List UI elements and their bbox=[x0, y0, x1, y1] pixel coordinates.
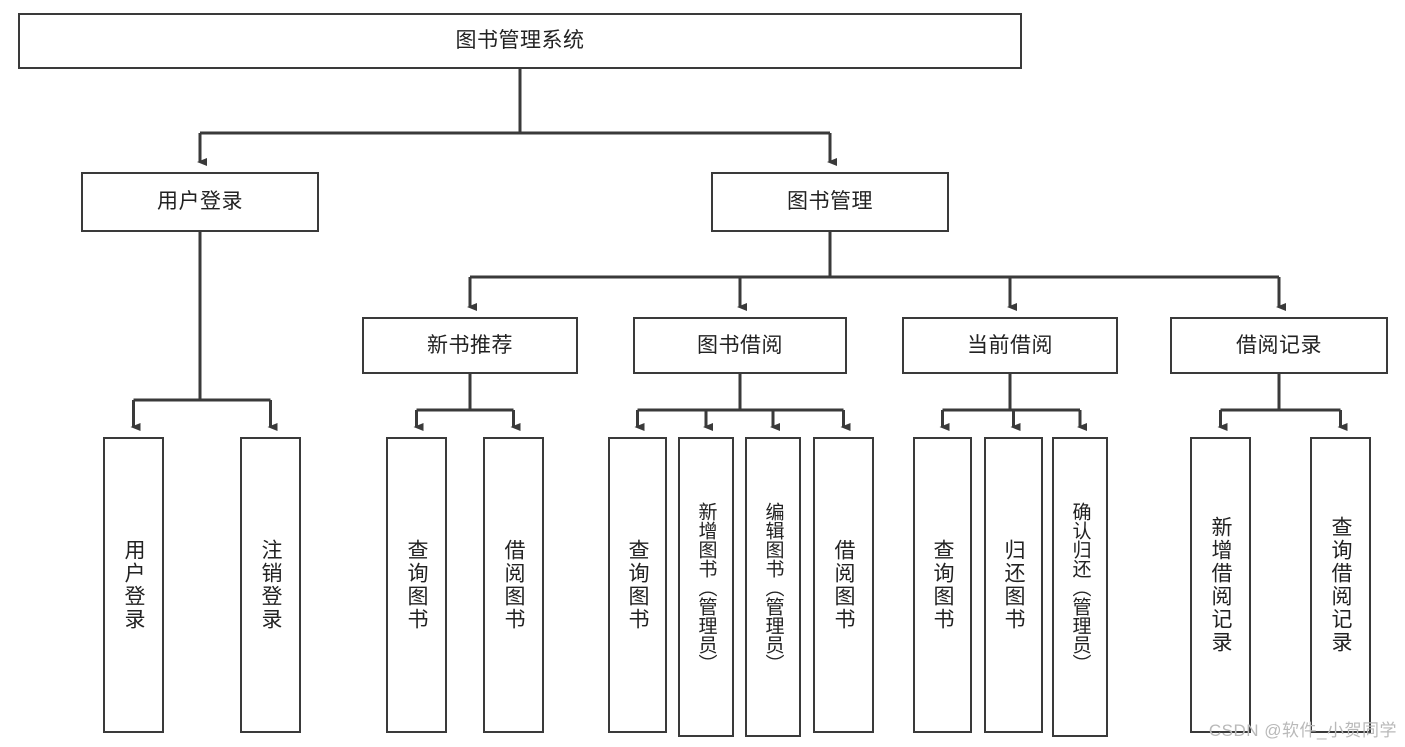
node-leaf-edit-book-admin[interactable]: 编辑图书（管理员） bbox=[745, 437, 801, 737]
node-borrow-record[interactable]: 借阅记录 bbox=[1170, 317, 1388, 374]
node-book-borrow[interactable]: 图书借阅 bbox=[633, 317, 847, 374]
node-label: 借阅图书 bbox=[832, 539, 855, 631]
node-label: 查询图书 bbox=[626, 539, 649, 631]
node-leaf-query-borrow-record[interactable]: 查询借阅记录 bbox=[1310, 437, 1371, 733]
node-label: 查询图书 bbox=[405, 539, 428, 631]
node-label: 查询图书 bbox=[931, 539, 954, 631]
node-book-manage[interactable]: 图书管理 bbox=[711, 172, 949, 232]
csdn-watermark: CSDN @软件_小贺同学 bbox=[1208, 721, 1397, 740]
node-label: 确认归还（管理员） bbox=[1069, 501, 1091, 673]
node-leaf-query-book-current[interactable]: 查询图书 bbox=[913, 437, 972, 733]
node-leaf-query-book-borrow[interactable]: 查询图书 bbox=[608, 437, 667, 733]
node-leaf-borrow-book[interactable]: 借阅图书 bbox=[813, 437, 874, 733]
node-leaf-query-book-recommend[interactable]: 查询图书 bbox=[386, 437, 447, 733]
node-leaf-logout[interactable]: 注销登录 bbox=[240, 437, 301, 733]
node-label: 图书管理 bbox=[787, 190, 873, 214]
node-leaf-confirm-return-admin[interactable]: 确认归还（管理员） bbox=[1052, 437, 1108, 737]
node-label: 图书管理系统 bbox=[455, 29, 585, 53]
node-label: 新增借阅记录 bbox=[1209, 516, 1232, 654]
node-leaf-borrow-book-recommend[interactable]: 借阅图书 bbox=[483, 437, 544, 733]
node-leaf-add-borrow-record[interactable]: 新增借阅记录 bbox=[1190, 437, 1251, 733]
node-label: 借阅图书 bbox=[502, 539, 525, 631]
node-label: 归还图书 bbox=[1002, 539, 1025, 631]
node-leaf-add-book-admin[interactable]: 新增图书（管理员） bbox=[678, 437, 734, 737]
node-new-book-recommend[interactable]: 新书推荐 bbox=[362, 317, 578, 374]
node-label: 新增图书（管理员） bbox=[695, 501, 717, 673]
node-label: 新书推荐 bbox=[427, 333, 513, 357]
node-current-borrow[interactable]: 当前借阅 bbox=[902, 317, 1118, 374]
node-label: 图书借阅 bbox=[697, 333, 783, 357]
node-label: 用户登录 bbox=[122, 539, 145, 631]
node-label: 查询借阅记录 bbox=[1329, 516, 1352, 654]
node-label: 当前借阅 bbox=[967, 333, 1053, 357]
node-leaf-user-login[interactable]: 用户登录 bbox=[103, 437, 164, 733]
node-label: 借阅记录 bbox=[1236, 333, 1322, 357]
node-leaf-return-book[interactable]: 归还图书 bbox=[984, 437, 1043, 733]
node-user-login[interactable]: 用户登录 bbox=[81, 172, 319, 232]
node-label: 注销登录 bbox=[259, 539, 282, 631]
node-label: 用户登录 bbox=[157, 190, 243, 214]
node-root[interactable]: 图书管理系统 bbox=[18, 13, 1022, 69]
node-label: 编辑图书（管理员） bbox=[762, 501, 784, 673]
